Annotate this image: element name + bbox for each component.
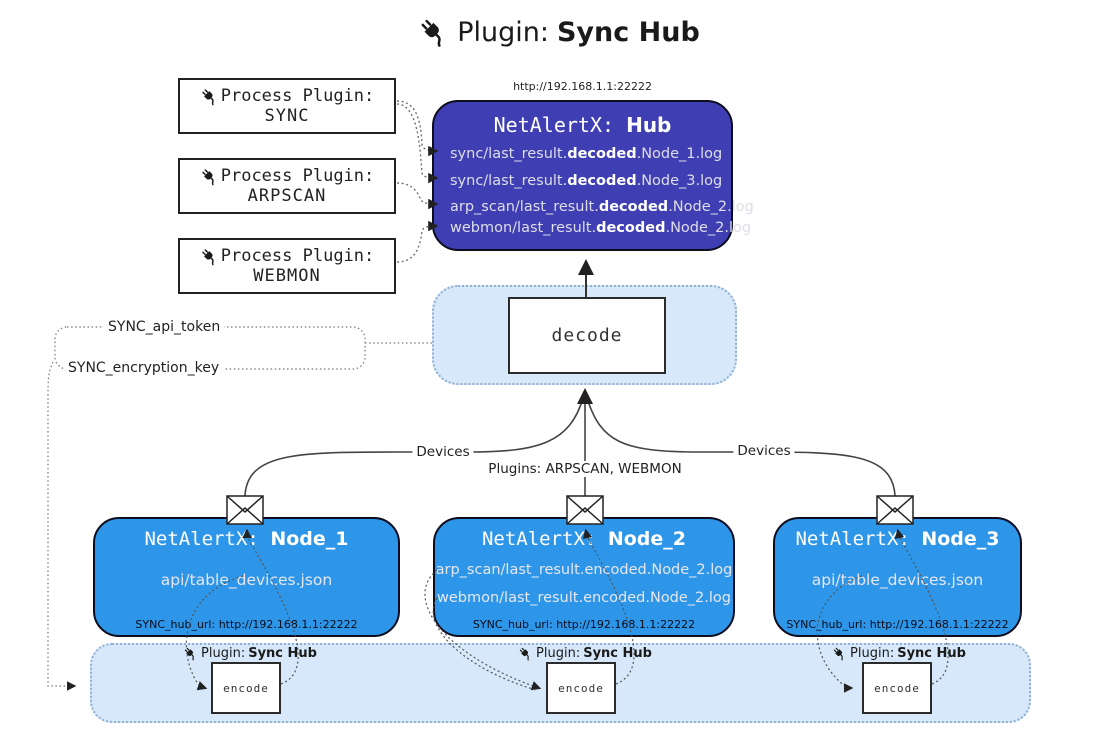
process-plugin-name: WEBMON — [253, 266, 321, 286]
node-file: webmon/last_result.encoded.Node_2.log — [436, 590, 731, 606]
node-hub-url: SYNC_hub_url: http://192.168.1.1:22222 — [472, 618, 696, 631]
node-3-box: NetAlertX: Node_3 api/table_devices.json… — [773, 517, 1022, 637]
hub-url-label: http://192.168.1.1:22222 — [513, 80, 652, 93]
node-to-decode-edges — [244, 394, 896, 497]
sync-api-token-label: SYNC_api_token — [104, 319, 225, 335]
node-file: arp_scan/last_result.encoded.Node_2.log — [435, 562, 733, 578]
process-plugin-label: Process Plugin: — [220, 246, 375, 266]
encode-box-1: encode — [211, 662, 281, 714]
encode-plugin-label-3: Plugin:Sync Hub — [832, 646, 966, 661]
hub-log-entry: arp_scan/last_result.decoded.Node_2.log — [450, 199, 754, 215]
node-title: NetAlertX: Node_1 — [144, 528, 349, 550]
devices-label-right: Devices — [733, 443, 795, 459]
encode-box-2: encode — [546, 662, 616, 714]
hub-title-prefix: NetAlertX: — [493, 113, 615, 137]
node-file: api/table_devices.json — [811, 571, 984, 589]
plug-icon — [200, 247, 219, 266]
plugins-label-center: Plugins: ARPSCAN, WEBMON — [484, 461, 686, 477]
node-hub-url: SYNC_hub_url: http://192.168.1.1:22222 — [135, 618, 358, 631]
devices-label-left: Devices — [412, 444, 474, 460]
hub-title-name: Hub — [626, 113, 672, 137]
plug-icon — [832, 646, 847, 661]
encode-plugin-label-1: Plugin:Sync Hub — [183, 646, 317, 661]
plugin-to-hub-edges — [396, 100, 439, 263]
process-plugin-arpscan: Process Plugin: ARPSCAN — [178, 158, 396, 214]
encode-box-3: encode — [862, 662, 932, 714]
plug-icon — [200, 87, 219, 106]
hub-log-entry: sync/last_result.decoded.Node_1.log — [450, 146, 723, 162]
page-title: Plugin: Sync Hub — [417, 16, 700, 48]
node-title: NetAlertX: Node_2 — [481, 528, 686, 550]
sync-encryption-key-label: SYNC_encryption_key — [64, 360, 224, 376]
node-1-box: NetAlertX: Node_1 api/table_devices.json… — [93, 517, 400, 637]
process-plugin-webmon: Process Plugin: WEBMON — [178, 238, 396, 294]
process-plugin-name: ARPSCAN — [247, 186, 327, 206]
page-title-name: Sync Hub — [556, 16, 700, 48]
hub-title: NetAlertX: Hub — [434, 113, 731, 137]
node-file: api/table_devices.json — [160, 571, 333, 589]
process-plugin-label: Process Plugin: — [220, 166, 375, 186]
node-2-box: NetAlertX: Node_2 arp_scan/last_result.e… — [433, 517, 735, 637]
plug-icon — [200, 167, 219, 186]
process-plugin-sync: Process Plugin: SYNC — [178, 78, 396, 134]
process-plugin-label: Process Plugin: — [220, 86, 375, 106]
plug-icon — [183, 646, 198, 661]
plug-icon — [518, 646, 533, 661]
hub-log-entry: sync/last_result.decoded.Node_3.log — [450, 173, 723, 189]
node-hub-url: SYNC_hub_url: http://192.168.1.1:22222 — [786, 618, 1009, 631]
process-plugin-name: SYNC — [264, 106, 310, 126]
hub-log-entry: webmon/last_result.decoded.Node_2.log — [450, 220, 752, 236]
encode-plugin-label-2: Plugin:Sync Hub — [518, 646, 652, 661]
decode-box: decode — [508, 297, 666, 374]
hub-box: NetAlertX: Hub sync/last_result.decoded.… — [432, 100, 754, 251]
node-title: NetAlertX: Node_3 — [795, 528, 1000, 550]
plug-icon — [417, 16, 449, 48]
page-title-prefix: Plugin: — [457, 16, 549, 48]
